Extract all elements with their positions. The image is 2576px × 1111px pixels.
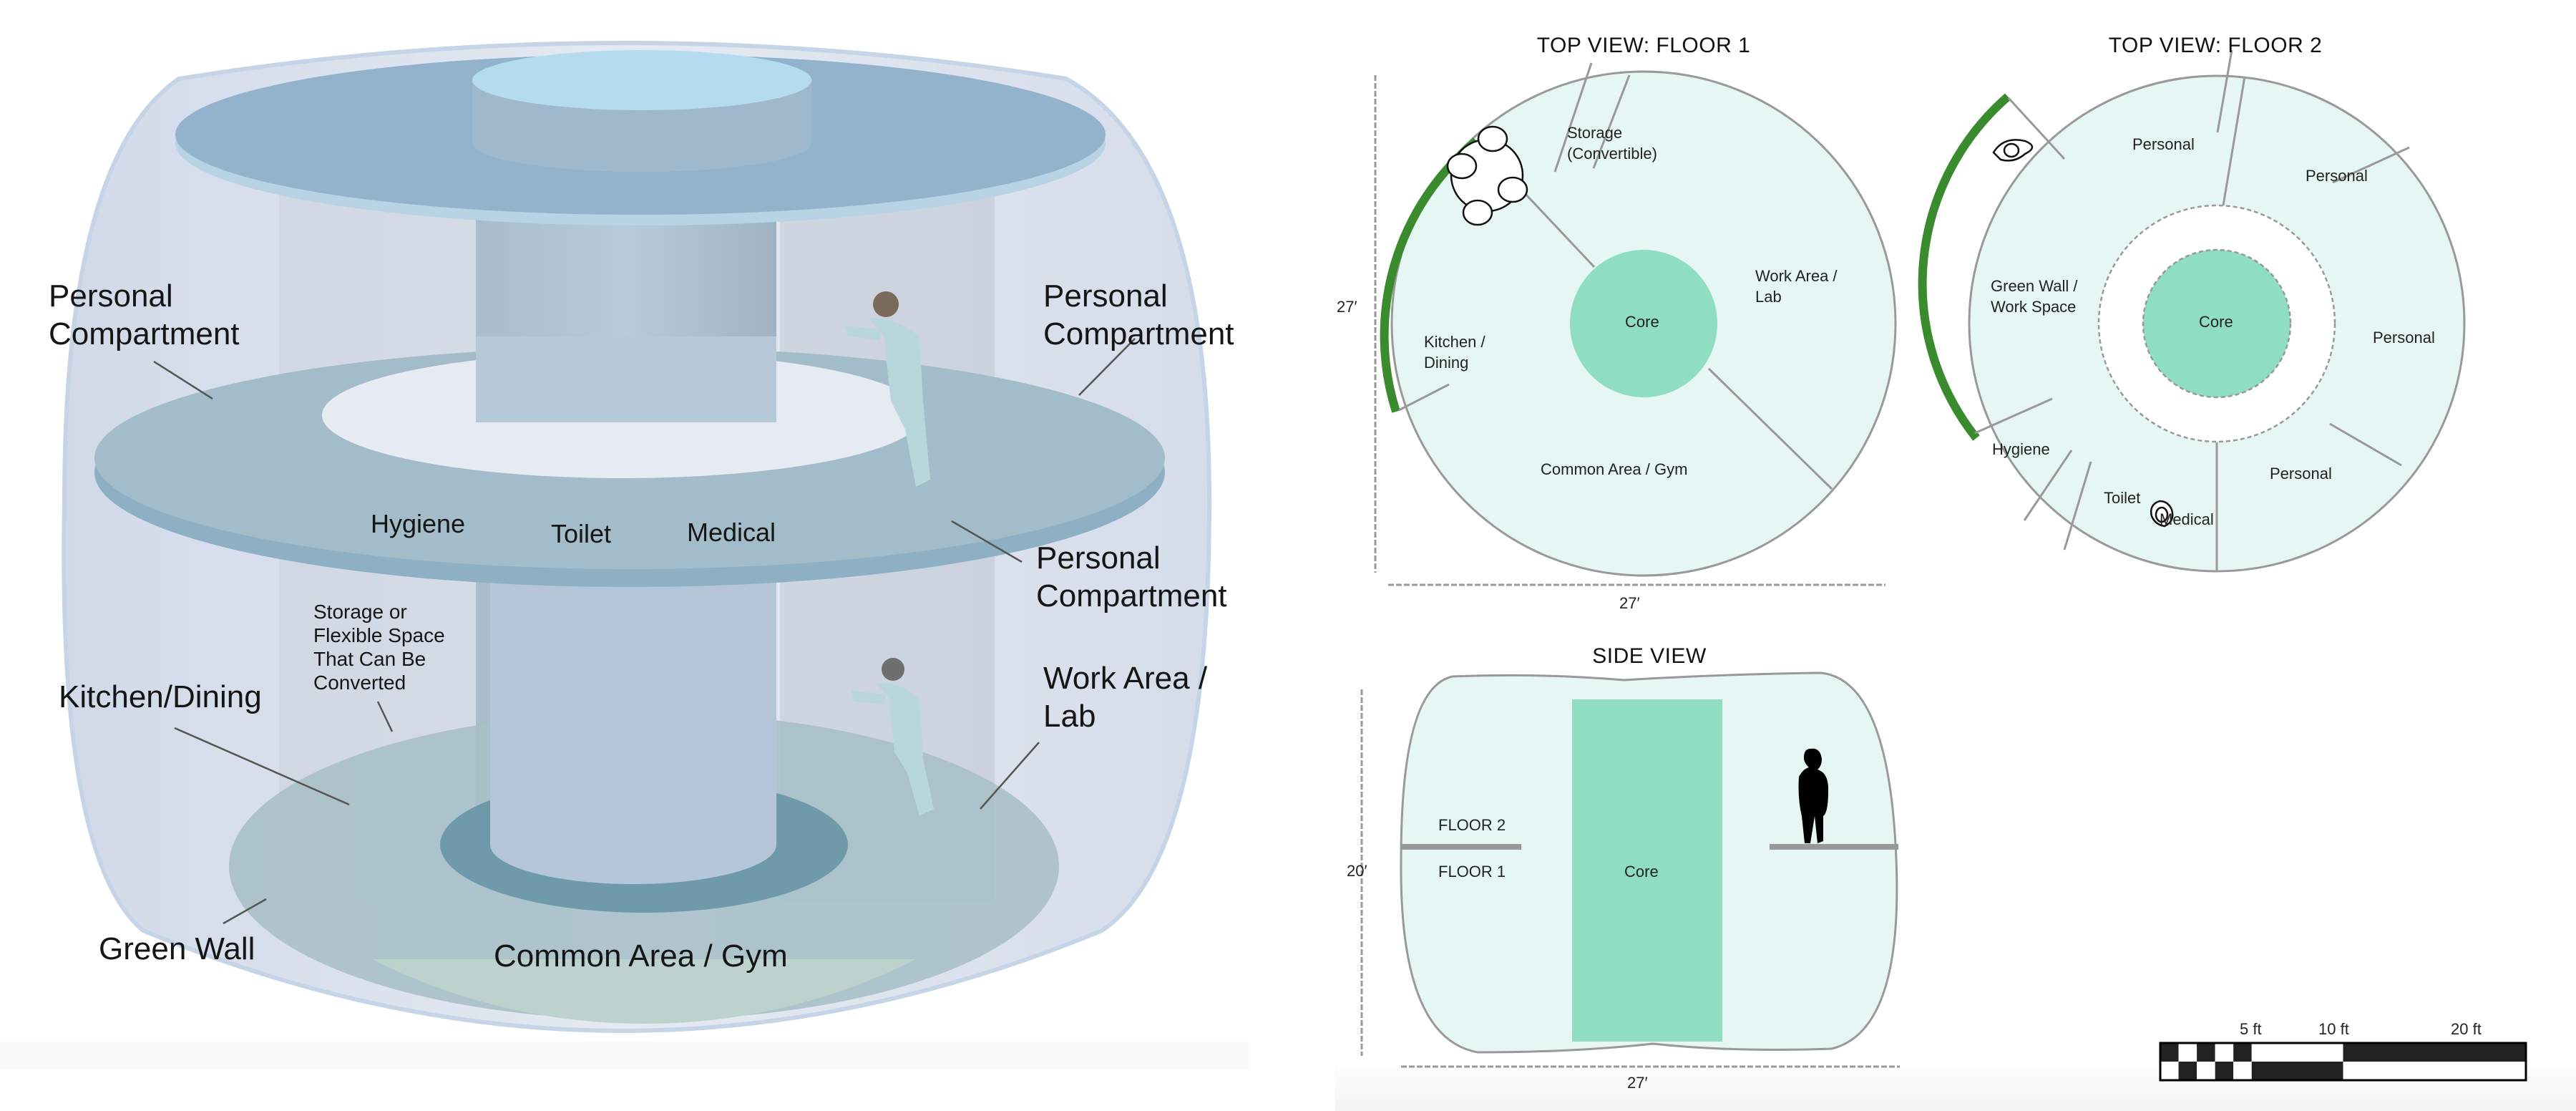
roof-cap-bottom — [472, 115, 811, 172]
scale-label-20ft: 20 ft — [2451, 1020, 2482, 1038]
floor1-room-work-area-lab: Work Area / Lab — [1755, 267, 1838, 306]
callout-personal-compartment-right-bottom: Personal Compartment — [1036, 540, 1227, 613]
floor1-green-wall — [1380, 137, 1479, 413]
scale-bar — [2159, 1042, 2527, 1082]
floor1-core — [1570, 250, 1717, 397]
astronaut-figure-lower — [852, 658, 934, 816]
floor2-green-wall — [1918, 93, 2011, 441]
person-sleeping-icon — [2150, 500, 2174, 528]
side-view-floor2-label: FLOOR 2 — [1438, 816, 1506, 834]
callout-medical: Medical — [687, 518, 776, 547]
scale-cell — [2343, 1062, 2526, 1080]
leader-storage — [376, 701, 394, 732]
floor2-title: TOP VIEW: FLOOR 2 — [2108, 34, 2323, 57]
astronaut-figure-upper — [844, 291, 930, 487]
floor1-room-common-area-gym: Common Area / Gym — [1541, 460, 1688, 478]
callout-work-area-lab: Work Area / Lab — [1043, 661, 1208, 734]
leader-green-wall — [223, 898, 267, 925]
floor1-core-label: Core — [1625, 313, 1659, 331]
roof-cap — [472, 50, 811, 110]
scale-label-10ft: 10 ft — [2318, 1020, 2349, 1038]
callout-common-area-gym: Common Area / Gym — [494, 938, 788, 974]
scale-cell — [2160, 1062, 2179, 1080]
habitat-3d-render: Personal Compartment Personal Compartmen… — [0, 0, 1249, 1045]
side-view-title: SIDE VIEW — [1592, 644, 1707, 668]
floor1-divider — [1707, 367, 1833, 490]
side-view-core — [1572, 699, 1722, 1042]
floor2-room-toilet: Toilet — [2104, 489, 2141, 507]
floor1-title: TOP VIEW: FLOOR 1 — [1536, 34, 1751, 57]
scale-cell — [2178, 1043, 2197, 1062]
floor1-room-storage: Storage (Convertible) — [1567, 124, 1657, 162]
floor2-room-personal-3: Personal — [2373, 329, 2435, 346]
floor1-divider — [1398, 383, 1450, 412]
scale-cell — [2197, 1043, 2215, 1062]
floor-slab-left — [1401, 844, 1521, 850]
core-column-mid — [476, 336, 776, 422]
core-column-lower — [490, 558, 776, 845]
callout-personal-compartment-left: Personal Compartment — [49, 278, 240, 351]
side-view-core-label: Core — [1624, 863, 1659, 880]
render-bottom-strip — [0, 1042, 1249, 1070]
callout-personal-compartment-right-top: Personal Compartment — [1043, 278, 1234, 351]
floor1-dimension-vertical: 27′ — [1337, 298, 1357, 316]
floor2-room-green-wall-work-space: Green Wall / Work Space — [1991, 277, 2078, 316]
floor1-divider — [1592, 74, 1631, 169]
side-view-dimension-vertical: 20′ — [1347, 862, 1367, 880]
scale-cell — [2160, 1043, 2179, 1062]
scale-label-5ft: 5 ft — [2240, 1020, 2262, 1038]
floor2-core-label: Core — [2199, 313, 2233, 331]
floor-slab-right — [1770, 844, 1898, 850]
floor2-room-personal-4: Personal — [2270, 465, 2332, 482]
callout-toilet: Toilet — [551, 519, 612, 548]
side-view-plan — [1360, 671, 1900, 1068]
render-illustration — [62, 41, 1212, 1034]
scale-bar-border — [2159, 1042, 2527, 1082]
floor1-plan — [1374, 70, 1897, 586]
floor2-divider — [2222, 76, 2246, 206]
floor2-core — [2142, 248, 2292, 399]
floor2-plan — [1918, 49, 2466, 573]
floor1-divider — [1553, 62, 1593, 173]
dining-table-icon — [1446, 125, 1528, 226]
leader-personal-left — [153, 360, 213, 400]
floor1-room-kitchen-dining: Kitchen / Dining — [1424, 333, 1485, 372]
scale-cell — [2251, 1062, 2343, 1080]
callout-green-wall: Green Wall — [99, 931, 255, 966]
scale-cell — [2178, 1062, 2197, 1080]
floor1-common-area — [372, 959, 916, 1024]
leader-kitchen — [174, 727, 350, 806]
core-column-base — [490, 805, 776, 884]
side-view-dimension-horizontal: 27′ — [1627, 1074, 1648, 1092]
callout-leaders — [153, 338, 1136, 925]
callout-storage-flexible-space: Storage or Flexible Space That Can Be Co… — [313, 601, 445, 694]
floor2-room-medical: Medical — [2160, 510, 2214, 528]
floor2-room-hygiene: Hygiene — [1992, 440, 2050, 458]
scale-cell — [2215, 1043, 2234, 1062]
floor1-dimension-horizontal: 27′ — [1619, 594, 1640, 612]
side-view-floor1-label: FLOOR 1 — [1438, 863, 1506, 880]
callout-hygiene: Hygiene — [371, 509, 466, 538]
leader-work-area — [980, 742, 1040, 810]
floor2-dividers — [1974, 49, 2410, 571]
floor2-room-personal-1: Personal — [2132, 135, 2195, 153]
scale-cell — [2251, 1043, 2343, 1062]
leader-personal-right-top — [1078, 338, 1136, 396]
leader-personal-right-bottom — [951, 520, 1023, 563]
scale-cell — [2197, 1062, 2215, 1080]
scale-cell — [2343, 1043, 2526, 1062]
scale-cell — [2233, 1062, 2252, 1080]
scale-cell — [2233, 1043, 2252, 1062]
scale-cell — [2215, 1062, 2234, 1080]
callout-kitchen-dining: Kitchen/Dining — [59, 679, 262, 714]
person-lounging-icon — [1992, 139, 2034, 162]
person-silhouette-icon — [1798, 748, 1829, 843]
floor2-room-personal-2: Personal — [2306, 167, 2368, 185]
